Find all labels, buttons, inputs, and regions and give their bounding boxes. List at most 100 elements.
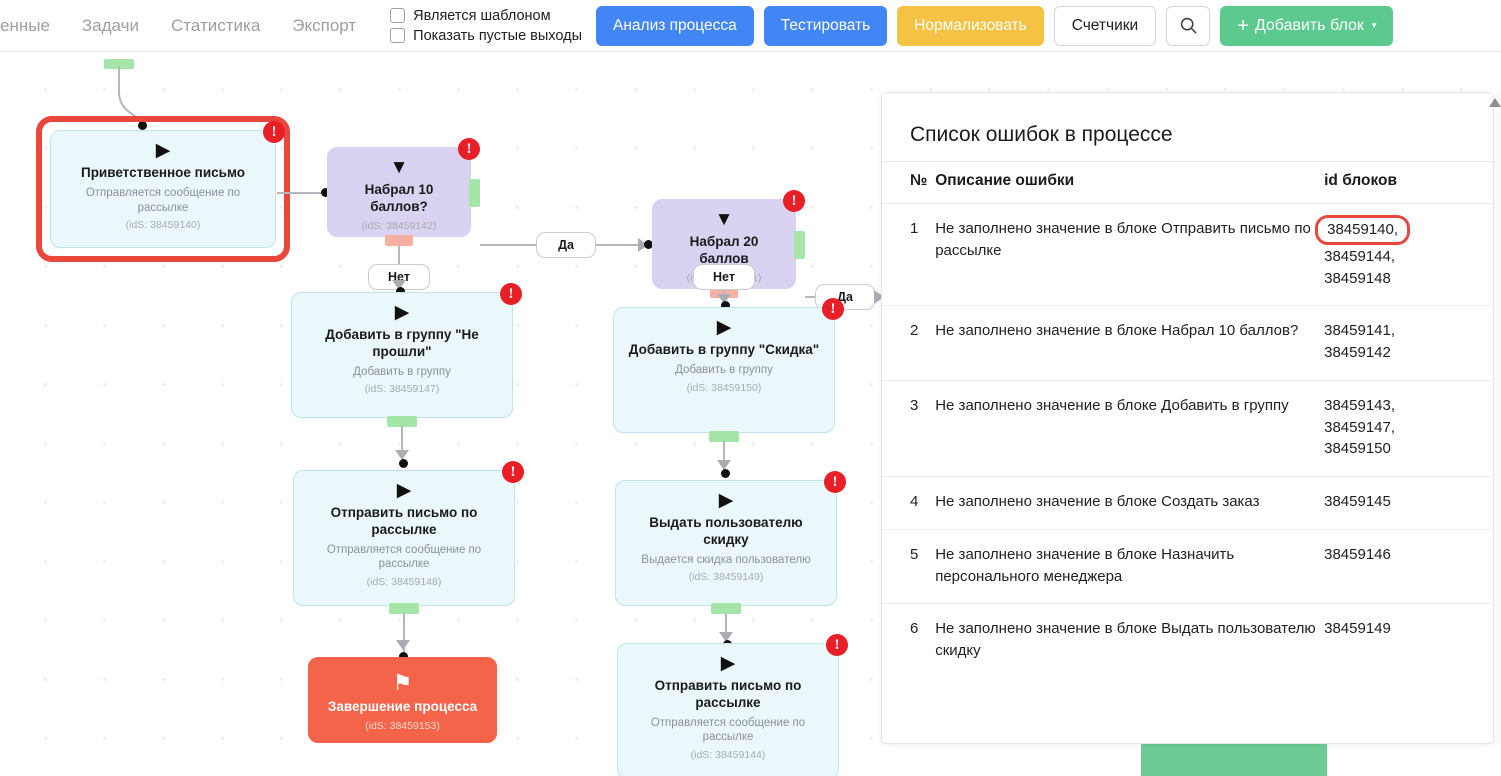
edge-top-to-welcome — [118, 66, 143, 123]
node-subtitle: Отправляется сообщение по рассылке — [85, 186, 241, 214]
port-yes-score10[interactable] — [469, 179, 480, 207]
edge-label-no-2[interactable]: Нет — [693, 264, 755, 290]
table-row[interactable]: 4 Не заполнено значение в блоке Создать … — [882, 476, 1493, 530]
node-id-label: (idS: 38459150) — [686, 381, 762, 394]
column-header-num: № — [882, 161, 936, 204]
table-row[interactable]: 2 Не заполнено значение в блоке Набрал 1… — [882, 305, 1493, 381]
flow-node-give-discount[interactable]: ! ▶ Выдать пользователю скидку Выдается … — [615, 471, 846, 606]
node-id-label: (idS: 38459147) — [364, 383, 440, 396]
node-input-dot — [399, 652, 408, 661]
cell-num: 1 — [882, 203, 936, 307]
port-top-entry[interactable] — [104, 59, 134, 69]
panel-right-gutter — [1494, 92, 1501, 744]
table-row[interactable]: 1 Не заполнено значение в блоке Отправит… — [882, 203, 1493, 307]
play-icon: ▶ — [396, 480, 412, 501]
cell-ids: 38459140, 38459144, 38459148 — [1315, 203, 1493, 307]
normalize-button[interactable]: Нормализовать — [897, 5, 1044, 46]
nav-tab-ennye[interactable]: енные — [0, 15, 50, 35]
port-no-score10[interactable] — [385, 235, 413, 246]
flow-node-score-10[interactable]: ! ▼ Набрал 10 баллов? (idS: 38459142) — [327, 138, 480, 237]
column-header-ids: id блоков — [1324, 161, 1493, 204]
error-badge-icon[interactable]: ! — [826, 634, 848, 656]
error-badge-icon[interactable]: ! — [500, 283, 522, 305]
block-id: 38459147, — [1324, 418, 1396, 436]
cell-ids: 38459141, 38459142 — [1324, 305, 1493, 381]
arrow-icon — [396, 640, 410, 650]
port-out-add-group-failed[interactable] — [387, 416, 417, 427]
search-button[interactable] — [1166, 5, 1211, 46]
checkbox-is-template[interactable]: Является шаблоном — [390, 8, 582, 24]
port-out-give-discount[interactable] — [711, 603, 741, 614]
flow-node-welcome-letter[interactable]: ! ▶ Приветственное письмо Отправляется с… — [50, 121, 285, 248]
nav-tab-statistics[interactable]: Статистика — [170, 15, 261, 35]
search-icon — [1180, 17, 1197, 34]
port-out-send-letter-148[interactable] — [389, 603, 419, 614]
edge-welcome-to-score10 — [277, 192, 323, 194]
node-title: Приветственное письмо — [80, 165, 245, 180]
flow-node-add-group-failed[interactable]: ! ▶ Добавить в группу "Не прошли" Добави… — [291, 283, 522, 418]
error-table: № Описание ошибки id блоков 1 Не заполне… — [882, 161, 1493, 678]
table-row[interactable]: 3 Не заполнено значение в блоке Добавить… — [882, 380, 1493, 478]
table-row[interactable]: 5 Не заполнено значение в блоке Назначит… — [882, 529, 1493, 605]
nav-tab-export[interactable]: Экспорт — [292, 15, 357, 35]
add-block-button[interactable]: + Добавить блок ▾ — [1220, 5, 1394, 46]
flow-node-process-end[interactable]: ⚑ Завершение процесса (idS: 38459153) — [308, 657, 497, 743]
arrow-icon — [719, 632, 733, 642]
error-badge-icon[interactable]: ! — [824, 471, 846, 493]
flow-node-send-letter-148[interactable]: ! ▶ Отправить письмо по рассылке Отправл… — [293, 461, 524, 606]
counters-button[interactable]: Счетчики — [1053, 5, 1157, 46]
node-id-label: (idS: 38459144) — [690, 749, 766, 762]
table-row[interactable]: 6 Не заполнено значение в блоке Выдать п… — [882, 604, 1493, 678]
cell-num: 2 — [882, 305, 936, 381]
node-id-label: (idS: 38459149) — [688, 571, 764, 584]
error-badge-icon[interactable]: ! — [822, 298, 844, 320]
block-id: 38459150 — [1324, 440, 1391, 458]
node-title: Добавить в группу "Скидка" — [628, 342, 820, 357]
nav-tab-tasks[interactable]: Задачи — [81, 15, 139, 35]
checkbox-label-is-template: Является шаблоном — [413, 7, 551, 24]
port-out-add-group-discount[interactable] — [709, 431, 739, 442]
flow-node-score-20[interactable]: ! ▼ Набрал 20 баллов (idS: 38459141) — [652, 190, 805, 289]
block-id: 38459142 — [1324, 344, 1391, 361]
cell-description: Не заполнено значение в блоке Отправить … — [935, 203, 1325, 307]
node-title: Отправить письмо по рассылке — [330, 505, 478, 537]
test-button[interactable]: Тестировать — [763, 5, 888, 46]
checkbox-show-empty-outputs[interactable]: Показать пустые выходы — [390, 28, 582, 44]
node-title: Добавить в группу "Не прошли" — [325, 327, 479, 359]
error-badge-icon[interactable]: ! — [458, 138, 480, 160]
arrow-icon — [638, 238, 648, 252]
error-list-panel: Список ошибок в процессе № Описание ошиб… — [881, 92, 1494, 744]
edge-discount-to-send144 — [725, 613, 727, 647]
node-subtitle: Отправляется сообщение по рассылке — [326, 543, 482, 571]
port-yes-score20[interactable] — [794, 231, 805, 259]
error-badge-icon[interactable]: ! — [783, 190, 805, 212]
cell-description: Не заполнено значение в блоке Назначить … — [935, 529, 1325, 605]
edge-score10-yes — [480, 244, 536, 246]
edge-label-no-1[interactable]: Нет — [368, 264, 430, 290]
checkbox-box-show-empty-outputs[interactable] — [390, 28, 406, 43]
play-icon: ▶ — [718, 490, 734, 511]
cell-ids: 38459143, 38459147, 38459150 — [1324, 380, 1493, 478]
flowchart-canvas[interactable]: ! ▶ Приветственное письмо Отправляется с… — [0, 52, 1501, 776]
flag-icon: ⚑ — [392, 670, 413, 695]
block-id: 38459141, — [1324, 322, 1396, 340]
error-badge-icon[interactable]: ! — [502, 461, 524, 483]
node-title: Набрал 20 баллов — [689, 234, 759, 266]
edge-addgroupdisc-to-discount — [723, 441, 725, 473]
block-id: 38459143, — [1324, 396, 1396, 414]
filter-icon: ▼ — [389, 157, 409, 178]
node-id-label: (idS: 38459148) — [366, 576, 442, 589]
scrollbar-up-arrow-icon[interactable] — [1489, 98, 1501, 107]
arrow-icon — [717, 460, 731, 470]
edge-label-yes-1[interactable]: Да — [536, 232, 596, 258]
node-input-dot — [321, 188, 330, 197]
block-id: 38459148 — [1324, 269, 1391, 287]
play-icon: ▶ — [394, 302, 410, 323]
flow-node-send-letter-144[interactable]: ! ▶ Отправить письмо по рассылке Отправл… — [617, 634, 848, 776]
node-input-dot — [396, 287, 405, 296]
error-badge-icon[interactable]: ! — [263, 121, 285, 143]
flow-node-add-group-discount[interactable]: ! ▶ Добавить в группу "Скидка" Добавить … — [613, 298, 844, 433]
chevron-down-icon: ▾ — [1371, 20, 1377, 30]
analyze-process-button[interactable]: Анализ процесса — [596, 5, 754, 46]
checkbox-box-is-template[interactable] — [390, 8, 406, 23]
